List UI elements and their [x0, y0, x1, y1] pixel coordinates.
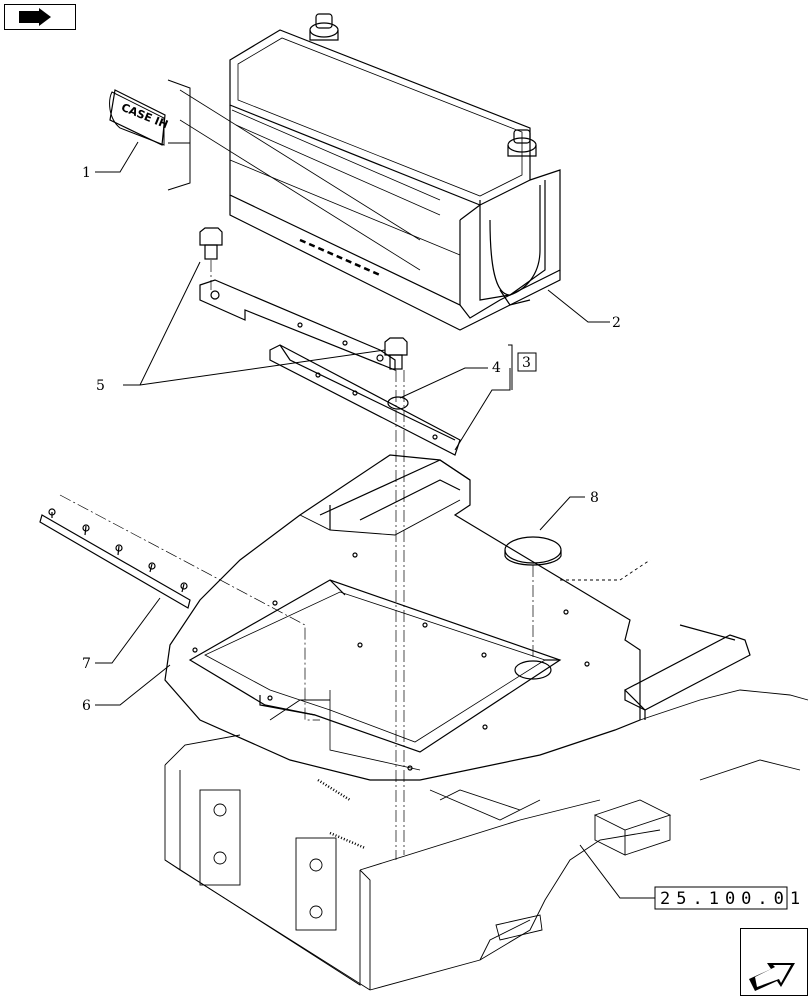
- callout-4[interactable]: 4: [492, 360, 501, 376]
- callout-7[interactable]: 7: [82, 656, 91, 672]
- callout-3-box[interactable]: 3: [517, 352, 537, 372]
- arrow-back-icon: [19, 6, 75, 28]
- section-reference[interactable]: 25.100.01: [654, 886, 806, 910]
- battery: [229, 13, 561, 331]
- callout-6[interactable]: 6: [82, 698, 91, 714]
- callout-8[interactable]: 8: [590, 490, 599, 506]
- positive-terminal: [309, 13, 339, 41]
- leader-lines: [95, 79, 655, 899]
- callout-2[interactable]: 2: [612, 315, 621, 331]
- callout-1[interactable]: 1: [82, 165, 91, 181]
- next-page-button[interactable]: [740, 928, 808, 996]
- arrow-forward-icon: [749, 963, 795, 991]
- alignment-lines: [59, 260, 534, 860]
- mounting-strip: [39, 508, 191, 609]
- negative-terminal: [507, 129, 537, 157]
- bolt-upper: [199, 227, 223, 260]
- callout-labels: 1 2 3 4 5 6 7 8: [82, 165, 621, 714]
- previous-page-button[interactable]: [4, 4, 76, 30]
- rubber-plug: [504, 536, 562, 566]
- clamp-bracket: [199, 279, 461, 456]
- battery-platform: [164, 454, 751, 781]
- tractor-frame: [164, 559, 809, 991]
- callout-5[interactable]: 5: [96, 378, 105, 394]
- callout-3[interactable]: 3: [522, 355, 531, 371]
- bolt-lower: [384, 337, 408, 370]
- section-reference-code[interactable]: 25.100.01: [660, 889, 806, 909]
- case-ih-decal: CASE IH: [109, 89, 170, 146]
